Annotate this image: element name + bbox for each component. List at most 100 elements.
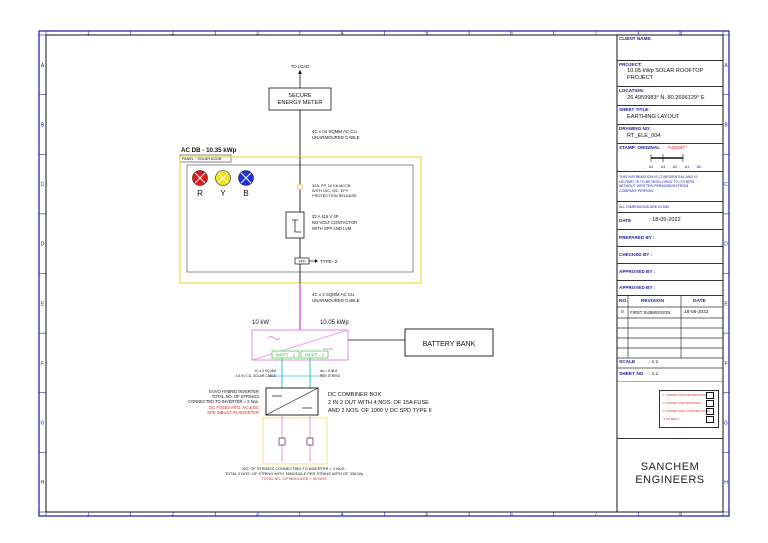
scale-value: : 1:1 [649,360,659,365]
mppt1-label: MPPT - 1 [276,353,296,358]
client-label: CLIENT NAME: [619,36,652,41]
company-name-1: SANCHEM [640,461,700,473]
checklist-item-4: 4. AS BUILT [663,417,680,421]
sheet-no-label: SHEET NO [619,372,644,377]
energy-meter-label-2: ENERGY METER [278,100,323,106]
mccb-note-1: 32A, FP, 10 KA MCCB [312,183,351,188]
row-label-left: A [41,63,45,69]
dc-cable-left-1: 1C x 4 SQ MM [254,369,276,373]
checkbox-icon [706,416,714,423]
rev-header-date: DATE [693,299,706,304]
pv-array-boundary [262,417,328,465]
company-name-2: ENGINEERS [635,474,705,486]
row-label-right: B [724,122,728,128]
dimensions-row: ALL DIMENSIONS ARE IN MM. [617,202,723,213]
col-label-bottom: 5 [425,512,428,518]
rev-header-revision: REVISION [641,299,664,304]
inverter-diagonal [251,329,349,361]
col-label-top: 5 [425,31,428,37]
sheet-title-value: EARTHING LAYOUT [627,114,680,120]
issue-checklist: 1. ISSUED FOR INFORMATION 2. ISSUED FOR … [617,382,723,439]
dc-cable-right-1: Isc = 9.38 A [320,369,338,373]
project-row: PROJECT: 10.05 kWp SOLAR ROOFTOP PROJECT [617,61,723,87]
dc-cable-left-2: 1.8 KV CU. SOLAR CABLE [236,374,277,378]
row-label-left: H [41,480,45,486]
col-label-bottom: 2 [172,512,175,518]
energy-meter-box [268,87,332,111]
col-label-top: 4 [341,31,344,37]
mccb-note-2: WITH O/C, S/C, EFY [312,188,349,193]
type-label: TYPE- 2 [320,259,338,264]
checklist-item-2: 2. ISSUED FOR APPROVAL [663,401,702,405]
contactor-note-3: WITH SPP AND LVM [312,226,352,231]
row-label-left: D [41,242,45,248]
drawing-no-value: RT_ELE_004 [627,133,661,139]
date-value: : 18-05-2022 [649,217,681,223]
checkbox-icon [706,400,714,407]
col-label-bottom: 7 [595,512,598,518]
paper-a4: A4 [649,165,653,169]
col-label-bottom: 4 [341,512,344,518]
strings-note-2: TOTAL 2 NOS. OF STRING WITH 15MODULE PER… [225,471,363,476]
rev-row-no: 0 [621,310,624,315]
ac-wave-icon [267,336,281,340]
revision-grid [617,296,723,382]
confidential-3: WITHOUT WRITTEN PERMISSION FROM [619,184,689,188]
prepared-row: PREPARED BY : [617,230,723,247]
inverter-info-red-1: DC FUSES MTG. AC & DC [209,405,259,410]
project-value-1: 10.05 kWp SOLAR ROOFTOP [627,68,704,74]
location-label: LOCATION: [619,88,645,93]
phase-indicator-r [192,170,208,186]
date-label: DATE [619,218,632,223]
col-label-top: 8 [679,31,682,37]
revision-table: NO. REVISION DATE 0 FIRST SUBMISSION 18-… [617,296,723,382]
phase-indicator-b [238,170,254,186]
arrow-up-icon [298,70,302,74]
row-label-left: F [41,361,44,367]
rev-header-no: NO. [619,299,628,304]
confidential-4: COMPANY PERSON. [619,188,655,193]
row-label-left: E [41,301,45,307]
pv-module-icon [278,437,286,446]
row-label-right: C [724,182,728,188]
confidential-2: NO PART IS TO BE DISCLOSED TO OTHERS [619,179,695,184]
combiner-note-1: DC COMBINER BOX [328,392,381,398]
project-label: PROJECT: [619,62,642,67]
paper-a3: A3 [661,165,665,169]
contactor-note-1: 32 A 415 V 4P [312,214,339,219]
project-value-2: PROJECT [627,75,654,81]
paper-a1: A1 [685,165,689,169]
row-label-right: G [724,421,728,427]
inverter-kw: 10 kW [252,320,269,326]
checklist-item-1: 1. ISSUED FOR INFORMATION [663,393,707,397]
drawing-no-row: DRAWING NO: RT_ELE_004 [617,125,723,144]
drawing-no-label: DRAWING NO: [619,126,651,131]
row-label-right: A [724,63,728,69]
sheet-title-label: SHEET TITLE: [619,107,650,112]
to-load-label: TO LOAD [291,64,309,69]
location-row: LOCATION: 26.4959983° N, 80.2696129° E [617,87,723,106]
scale-label: SCALE [619,360,636,365]
stamp-value: "A2X297" [667,145,687,150]
title-block: CLIENT NAME: PROJECT: 10.05 kWp SOLAR RO… [617,35,723,512]
stamp-label: STAMP: ORIGINAL [619,145,661,150]
approved-by-2: APPROVED BY : [619,285,656,290]
date-row: DATE : 18-05-2022 [617,213,723,230]
checkbox-icon [706,392,714,399]
company-block: SANCHEM ENGINEERS [617,439,723,512]
approved-by-1: APPROVED BY : [619,269,656,274]
col-label-bottom: 3 [256,512,259,518]
battery-bank-label: BATTERY BANK [423,341,476,348]
col-label-bottom: 1 [87,512,90,518]
cable-top-label-1: 4C x 04 SQMM AC CU. [312,129,358,134]
client-row: CLIENT NAME: [617,35,723,61]
sheet-title-row: SHEET TITLE: EARTHING LAYOUT [617,106,723,125]
checklist-item-3: 3. ISSUED FOR CONSTRUCTION [663,409,710,413]
mccb-icon [297,184,303,190]
sheet-no-value: : 1.1 [649,372,659,377]
contactor-icon [285,211,305,239]
inverter-info-3: CONNECTED TO INVERTER = 2 Nos. [188,399,259,404]
paper-a2: A2 [673,165,677,169]
modules-note: TOTAL NO. OF MODULES = 30 NOS [261,476,327,481]
